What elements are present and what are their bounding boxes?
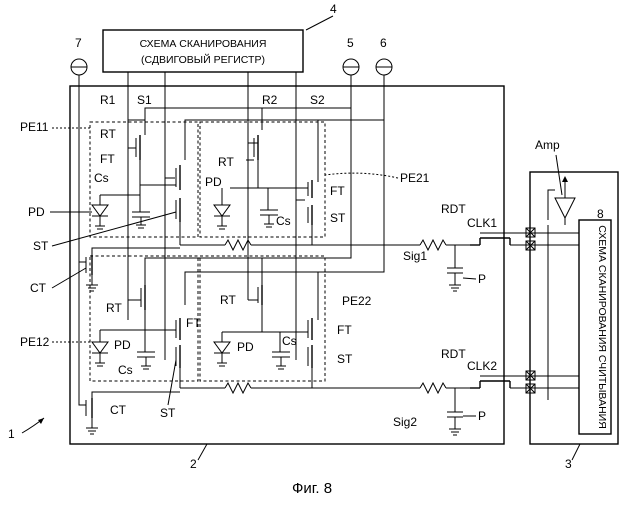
ct-gate-line-2 bbox=[79, 262, 86, 405]
pixel-pe21 bbox=[214, 135, 312, 245]
ref-4: 4 bbox=[330, 2, 337, 16]
ct-gate-line-1 bbox=[79, 86, 86, 262]
figure-caption: Фиг. 8 bbox=[292, 480, 332, 497]
label-ft-11: FT bbox=[100, 152, 115, 166]
ref-3-leader bbox=[572, 444, 580, 460]
st-12-leader bbox=[168, 360, 176, 405]
ref-2: 2 bbox=[190, 457, 197, 471]
ref-3: 3 bbox=[565, 457, 572, 471]
label-pd-12: PD bbox=[114, 338, 131, 352]
label-rt-12: RT bbox=[106, 301, 122, 315]
bus-s1 bbox=[165, 72, 175, 178]
label-s2: S2 bbox=[310, 93, 325, 107]
label-cs-22: Cs bbox=[282, 334, 297, 348]
label-st-21: ST bbox=[330, 211, 346, 225]
ref-6: 6 bbox=[380, 36, 387, 50]
rail-6-top bbox=[185, 75, 384, 160]
pe21-leader bbox=[325, 173, 398, 178]
label-ft-21: FT bbox=[330, 184, 345, 198]
label-ct-1: CT bbox=[30, 281, 47, 295]
terminal-6 bbox=[376, 59, 392, 75]
label-cs-11: Cs bbox=[94, 171, 109, 185]
label-sig1: Sig1 bbox=[403, 249, 427, 263]
label-p-2: P bbox=[478, 409, 486, 423]
resistor-2 bbox=[225, 383, 251, 393]
label-ft-12: FT bbox=[186, 316, 201, 330]
label-pe11: PE11 bbox=[20, 120, 49, 134]
label-cs-12: Cs bbox=[118, 363, 133, 377]
label-cs-21: Cs bbox=[276, 214, 291, 228]
ref-4-leader bbox=[306, 16, 333, 30]
label-s1: S1 bbox=[137, 93, 152, 107]
label-st-left: ST bbox=[33, 239, 49, 253]
label-pe21: PE21 bbox=[400, 171, 430, 185]
label-clk2: CLK2 bbox=[467, 359, 497, 373]
ref-1: 1 bbox=[8, 427, 15, 441]
p1-leader bbox=[463, 278, 476, 279]
label-rdt-1: RDT bbox=[441, 202, 466, 216]
resistor-sig2 bbox=[420, 383, 446, 393]
label-pe12: PE12 bbox=[20, 335, 50, 349]
label-rt-11: RT bbox=[100, 127, 116, 141]
ct-transistor-1 bbox=[86, 248, 180, 291]
ref-1-arrow bbox=[38, 418, 44, 424]
bus-s2 bbox=[296, 72, 305, 200]
label-pd-21: PD bbox=[205, 175, 222, 189]
ref-8: 8 bbox=[597, 207, 604, 221]
ct-leader-1 bbox=[52, 268, 86, 288]
label-pd-left-1: PD bbox=[28, 205, 45, 219]
scan-circuit-line2: (СДВИГОВЫЙ РЕГИСТР) bbox=[141, 53, 265, 66]
label-st-22: ST bbox=[337, 352, 353, 366]
resistor-1 bbox=[225, 240, 251, 250]
label-pd-22: PD bbox=[237, 340, 254, 354]
label-rt-22: RT bbox=[220, 293, 236, 307]
terminal-5 bbox=[343, 59, 359, 75]
rail-6-bot bbox=[185, 120, 384, 305]
label-pe22: PE22 bbox=[342, 294, 372, 308]
label-amp: Amp bbox=[535, 138, 560, 152]
pe12-outline bbox=[90, 256, 198, 381]
terminal-7 bbox=[71, 59, 87, 86]
label-r1: R1 bbox=[100, 93, 116, 107]
label-p-1: P bbox=[478, 272, 486, 286]
label-rdt-2: RDT bbox=[441, 347, 466, 361]
ref-7: 7 bbox=[75, 36, 82, 50]
amp-leader bbox=[556, 155, 562, 195]
label-sig2: Sig2 bbox=[393, 415, 417, 429]
label-r2: R2 bbox=[262, 93, 278, 107]
label-rt-21: RT bbox=[218, 155, 234, 169]
label-ct-2: CT bbox=[110, 403, 127, 417]
label-st-12: ST bbox=[160, 406, 176, 420]
label-ft-22: FT bbox=[337, 323, 352, 337]
readout-scan-circuit-label: СХЕМА СКАНИРОВАНИЯ СЧИТЫВАНИЯ bbox=[596, 225, 608, 429]
ref-5: 5 bbox=[347, 36, 354, 50]
ref-2-leader bbox=[198, 444, 207, 460]
label-clk1: CLK1 bbox=[467, 216, 497, 230]
amplifier bbox=[548, 176, 575, 225]
scan-circuit-line1: СХЕМА СКАНИРОВАНИЯ bbox=[140, 38, 267, 50]
